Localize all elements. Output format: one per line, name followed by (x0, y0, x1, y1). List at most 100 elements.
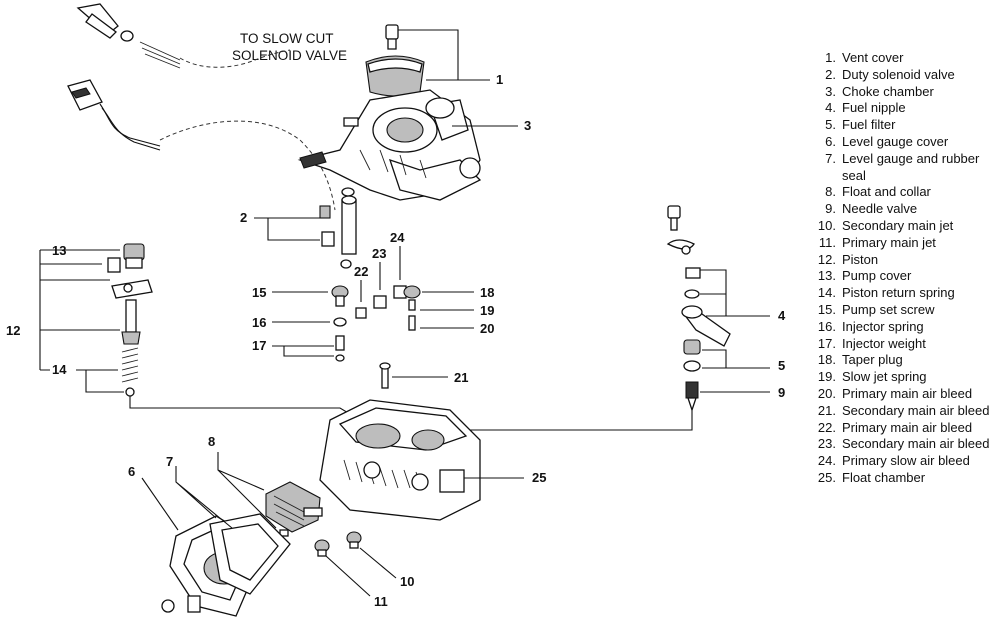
callout-17-leader (272, 345, 334, 357)
legend-item: 17.Injector weight (810, 336, 995, 353)
legend-number: 2. (825, 66, 836, 82)
callout-5-leader (702, 349, 770, 369)
legend-text: Secondary main air bleed (842, 402, 990, 418)
callout-8-leader (217, 452, 277, 529)
legend-text: Float chamber (842, 469, 926, 485)
legend-text: Injector weight (842, 335, 926, 351)
callout-9: 9 (778, 385, 785, 400)
legend-text: Primary main jet (842, 234, 936, 250)
callout-7: 7 (166, 454, 173, 469)
legend-number: 16. (817, 318, 836, 334)
callout-12: 12 (6, 323, 20, 338)
callout-16: 16 (252, 315, 266, 330)
legend-item: 7. Level gauge and rubber seal (810, 151, 995, 185)
legend-item: 4.Fuel nipple (810, 100, 995, 117)
duty-solenoid-part (319, 187, 357, 269)
legend-item: 14. Piston return spring (810, 285, 995, 302)
legend-number: 11. (818, 234, 836, 250)
float-chamber-part (319, 399, 481, 521)
callout-20: 20 (480, 321, 494, 336)
legend-number: 1. (825, 50, 836, 65)
slow-cut-connector (76, 3, 181, 69)
legend-item: 12.Piston (810, 252, 995, 269)
legend-item: 19. Slow jet spring (810, 369, 995, 386)
legend-item: 15. Pump set screw (810, 302, 995, 319)
callout-4: 4 (778, 308, 786, 323)
vent-cover-part (365, 24, 425, 97)
legend-number: 22. (817, 419, 836, 435)
callout-18: 18 (480, 285, 494, 300)
solenoid-wire-dashed (179, 49, 291, 68)
legend-text: Vent cover (842, 50, 904, 65)
pump-piston-group (107, 243, 153, 397)
legend-item: 8.Float and collar (810, 184, 995, 201)
legend-item: 3. Choke chamber (810, 84, 995, 101)
legend-number: 8. (825, 184, 836, 200)
legend-text: Secondary main jet (842, 217, 954, 233)
callout-2-leader (254, 217, 320, 241)
parts-legend: 1. Vent cover 2. Duty solenoid valve 3. Choke… (810, 50, 995, 487)
callout-2: 2 (240, 210, 247, 225)
legend-number: 23. (817, 436, 836, 452)
callout-21: 21 (454, 370, 468, 385)
legend-item: 1. Vent cover (810, 50, 995, 67)
legend-text: Secondary main air bleed (842, 436, 990, 452)
legend-number: 7. (825, 150, 836, 166)
callout-8: 8 (208, 434, 215, 449)
callout-1: 1 (496, 72, 503, 87)
legend-number: 6. (825, 133, 836, 149)
callout-14-leader (40, 369, 124, 393)
callout-14: 14 (52, 362, 67, 377)
callout-1-leader (398, 29, 490, 81)
legend-text: Slow jet spring (842, 369, 927, 385)
callout-3: 3 (524, 118, 531, 133)
legend-item: 5.Fuel filter (810, 117, 995, 134)
callout-22: 22 (354, 264, 368, 279)
note-line-1: TO SLOW CUT (240, 31, 334, 46)
legend-item: 13.Pump cover (810, 268, 995, 285)
legend-item: 6.Level gauge cover (810, 134, 995, 151)
callout-23: 23 (372, 246, 386, 261)
legend-item: 11. Primary main jet (810, 235, 995, 252)
legend-number: 14. (817, 285, 836, 301)
callout-5: 5 (778, 358, 785, 373)
float-part (265, 481, 323, 537)
duty-solenoid-connector (67, 79, 161, 151)
legend-text: Level gauge and rubber seal (842, 150, 980, 183)
callout-11: 11 (374, 594, 388, 609)
legend-number: 10. (817, 217, 836, 233)
legend-item: 16.Injector spring (810, 319, 995, 336)
main-jets-part (314, 531, 362, 557)
legend-number: 19. (817, 369, 836, 385)
legend-number: 3. (825, 83, 836, 99)
legend-text: Fuel nipple (842, 100, 906, 116)
legend-text: Primary main air bleed (842, 419, 973, 435)
legend-number: 18. (817, 352, 836, 368)
legend-number: 13. (817, 268, 836, 284)
callout-6-leader (141, 477, 179, 531)
callout-10-leader (359, 547, 397, 579)
legend-text: Pump set screw (842, 301, 935, 317)
legend-text: Needle valve (842, 201, 918, 217)
legend-text: Duty solenoid valve (842, 66, 955, 82)
callout-17: 17 (252, 338, 266, 353)
callout-15: 15 (252, 285, 266, 300)
legend-number: 15. (817, 301, 836, 317)
legend-item: 9.Needle valve (810, 201, 995, 218)
legend-text: Choke chamber (842, 83, 934, 99)
callout-11-leader (325, 555, 371, 597)
legend-number: 12. (817, 251, 836, 267)
legend-text: Piston return spring (842, 285, 955, 301)
callout-10: 10 (400, 574, 414, 589)
callout-25: 25 (532, 470, 546, 485)
legend-number: 5. (825, 117, 836, 133)
legend-text: Primary main air bleed (842, 385, 973, 401)
choke-chamber-part (297, 89, 482, 201)
legend-item: 22. Primary main air bleed (810, 420, 995, 437)
callout-19: 19 (480, 303, 494, 318)
legend-number: 20. (817, 385, 836, 401)
legend-number: 21. (817, 402, 836, 418)
legend-item: 20. Primary main air bleed (810, 386, 995, 403)
piston-link-line (129, 396, 361, 421)
